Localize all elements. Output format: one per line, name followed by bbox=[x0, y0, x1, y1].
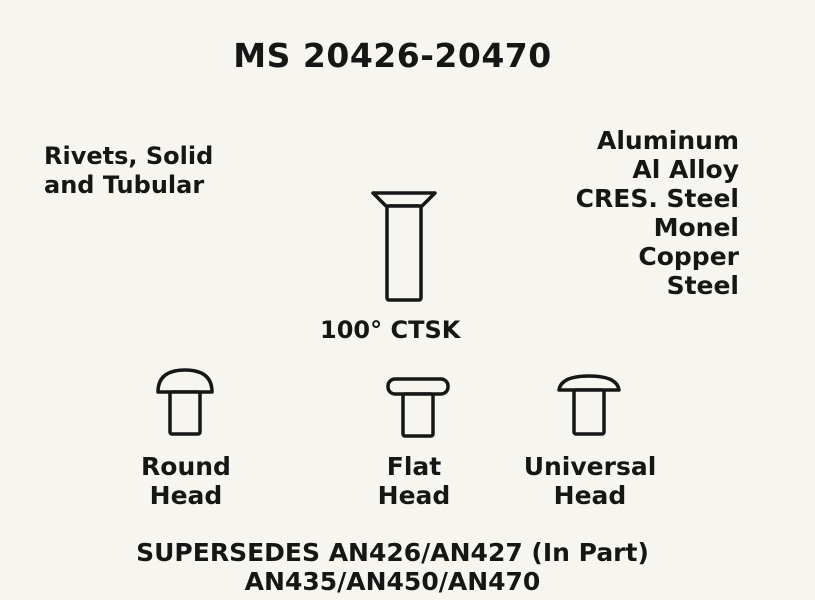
materials-list: Aluminum Al Alloy CRES. Steel Monel Copp… bbox=[576, 126, 739, 300]
universal-head-caption: Universal Head bbox=[508, 452, 672, 510]
round-head-rivet-icon bbox=[154, 366, 216, 438]
supersedes-line-1: SUPERSEDES AN426/AN427 (In Part) bbox=[136, 538, 649, 567]
caption-line: Head bbox=[553, 481, 627, 510]
caption-line: Universal bbox=[523, 452, 657, 481]
page-title: MS 20426-20470 bbox=[233, 36, 552, 75]
description: Rivets, Solid and Tubular bbox=[44, 142, 213, 200]
material-item: Al Alloy bbox=[632, 155, 739, 184]
countersunk-label: 100° CTSK bbox=[320, 316, 461, 344]
description-line-1: Rivets, Solid bbox=[44, 142, 214, 170]
caption-line: Head bbox=[377, 481, 451, 510]
caption-line: Head bbox=[149, 481, 223, 510]
material-item: Steel bbox=[666, 271, 739, 300]
supersedes-line-2: AN435/AN450/AN470 bbox=[244, 567, 541, 596]
material-item: Monel bbox=[653, 213, 739, 242]
countersunk-rivet-icon bbox=[368, 188, 440, 306]
description-line-2: and Tubular bbox=[44, 171, 205, 199]
flat-head-caption: Flat Head bbox=[354, 452, 474, 510]
flat-head-rivet-icon bbox=[383, 374, 453, 440]
caption-line: Round bbox=[141, 452, 231, 481]
round-head-caption: Round Head bbox=[122, 452, 250, 510]
supersedes-note: SUPERSEDES AN426/AN427 (In Part) AN435/A… bbox=[0, 538, 785, 596]
caption-line: Flat bbox=[386, 452, 442, 481]
universal-head-rivet-icon bbox=[554, 370, 624, 438]
material-item: CRES. Steel bbox=[575, 184, 739, 213]
material-item: Aluminum bbox=[597, 126, 739, 155]
material-item: Copper bbox=[638, 242, 739, 271]
